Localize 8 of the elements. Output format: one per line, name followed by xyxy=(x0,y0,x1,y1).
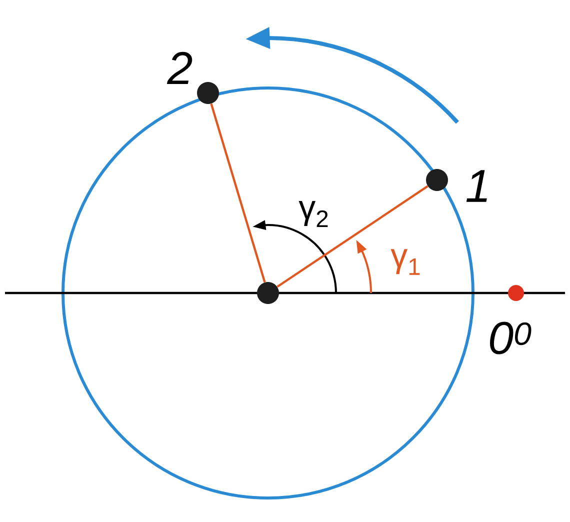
angle-label: γ$_{1}$ xyxy=(390,249,420,275)
angle-label: γ$_{2}$ xyxy=(298,201,328,227)
point-dot xyxy=(257,282,279,304)
point-label: 2 xyxy=(166,52,192,84)
radius-line xyxy=(276,185,428,288)
point-label: 1 xyxy=(466,170,487,202)
radius-line xyxy=(210,103,266,283)
point-label: 0$^{0}$ xyxy=(490,322,532,354)
